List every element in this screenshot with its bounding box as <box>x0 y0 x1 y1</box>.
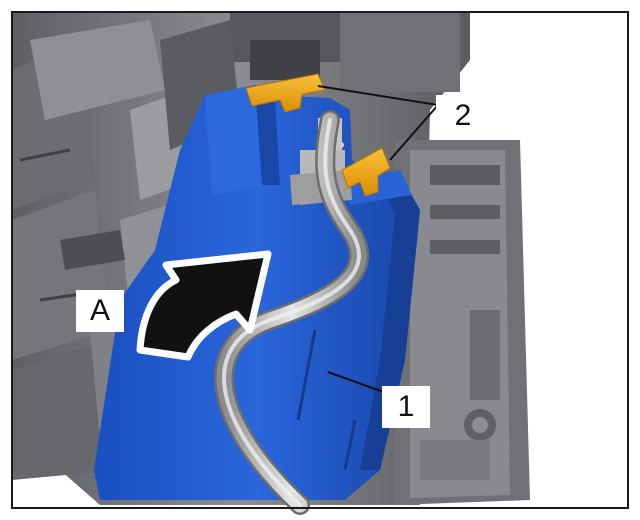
callout-text-2: 2 <box>454 99 472 132</box>
callout-text-1: 1 <box>397 390 415 423</box>
rotation-arrow <box>136 250 272 361</box>
side-bracket <box>395 140 530 505</box>
callout-text-a: A <box>89 294 110 327</box>
callout-label-2: 2 <box>436 95 490 137</box>
callout-label-1: 1 <box>382 386 430 428</box>
retaining-clips <box>245 73 391 197</box>
figure-border <box>11 11 629 509</box>
clip-upper <box>245 73 326 113</box>
callout-label-a: A <box>76 290 124 332</box>
clip-lower <box>341 147 391 197</box>
silver-pipe <box>214 110 369 515</box>
